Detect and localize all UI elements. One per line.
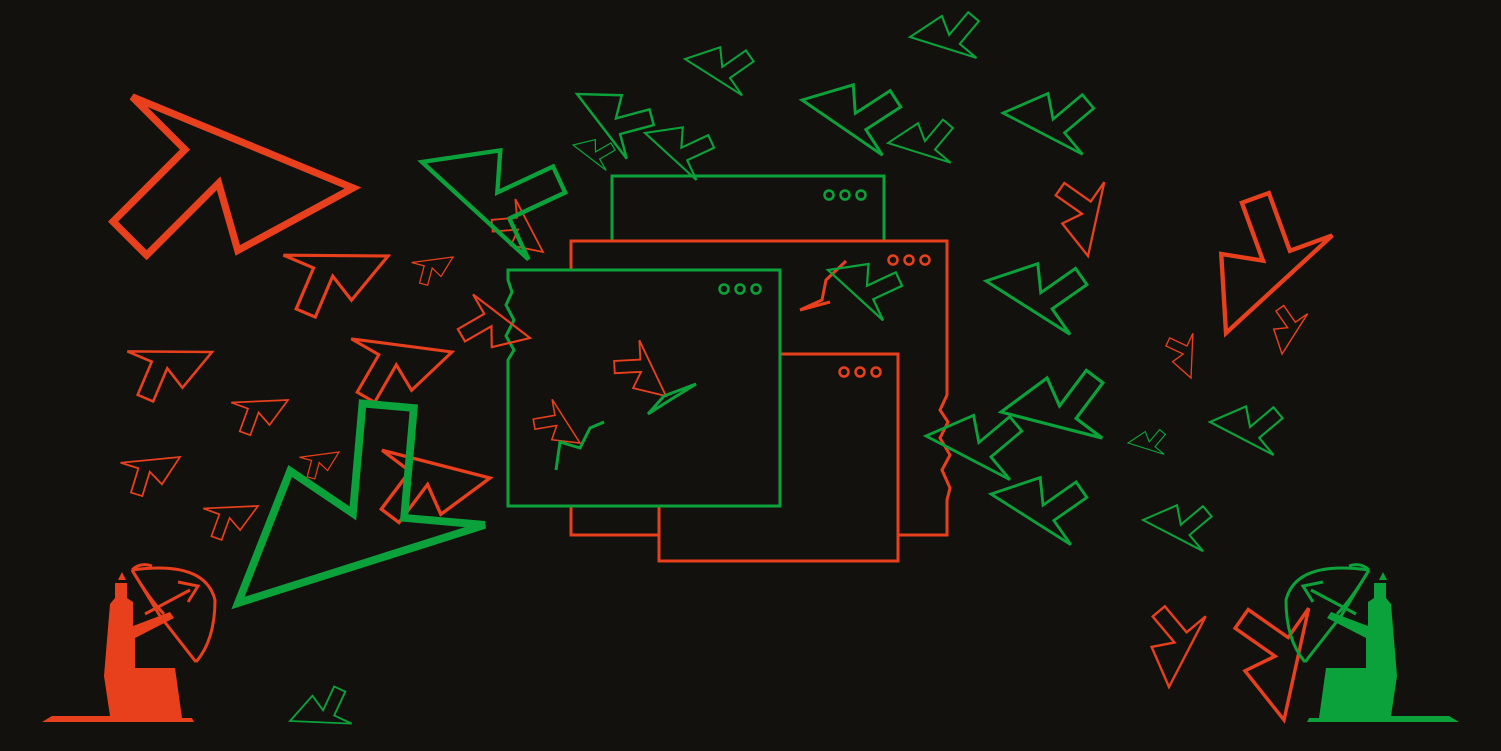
three-dots-icon: [838, 366, 882, 378]
mouse-cursor-icon: [1230, 597, 1329, 728]
mouse-cursor-icon: [885, 117, 957, 169]
mouse-cursor-icon: [1139, 500, 1214, 553]
mouse-cursor-icon: [977, 251, 1091, 338]
mouse-cursor-icon: [198, 486, 266, 545]
mouse-cursor-icon: [119, 320, 223, 408]
mouse-cursor-icon: [115, 435, 189, 501]
three-dots-icon: [823, 189, 867, 201]
mouse-cursor-icon: [226, 379, 296, 440]
mouse-cursor-icon: [907, 10, 984, 65]
mouse-cursor-icon: [1126, 428, 1168, 458]
mouse-cursor-icon: [1189, 184, 1337, 356]
mouse-cursor-icon: [1052, 174, 1118, 261]
mouse-cursor-icon: [983, 466, 1091, 548]
archer-icon: [42, 563, 217, 722]
mouse-cursor-icon: [1145, 604, 1208, 691]
cursor-fragment: [646, 382, 697, 416]
mouse-cursor-icon: [679, 39, 757, 98]
mouse-cursor-icon: [568, 133, 618, 172]
archer-icon: [1284, 563, 1459, 722]
mouse-cursor-icon: [1163, 329, 1208, 383]
archer-green: [1284, 563, 1459, 722]
mouse-cursor-icon: [998, 86, 1097, 157]
three-dots-icon: [887, 254, 931, 266]
archer-red: [42, 563, 217, 722]
mouse-cursor-icon: [634, 113, 719, 183]
cursor-fragment: [554, 420, 605, 471]
mouse-cursor-icon: [408, 242, 460, 289]
mouse-cursor-icon: [560, 72, 661, 164]
mouse-cursor-icon: [191, 380, 500, 679]
window-front-green: [504, 268, 782, 508]
mouse-cursor-icon: [113, 97, 353, 255]
mouse-cursor-icon: [792, 71, 906, 159]
mouse-cursor-icon: [283, 682, 358, 745]
mouse-cursor-icon: [1206, 400, 1285, 457]
three-dots-icon: [718, 283, 762, 295]
mouse-cursor-icon: [274, 217, 401, 325]
mouse-cursor-icon: [403, 124, 572, 264]
mouse-cursor-icon: [341, 313, 461, 408]
cursor-swarm-green: [191, 10, 1285, 745]
mouse-cursor-icon: [296, 438, 346, 483]
mouse-cursor-icon: [371, 434, 497, 527]
mouse-cursor-icon: [1268, 303, 1310, 358]
